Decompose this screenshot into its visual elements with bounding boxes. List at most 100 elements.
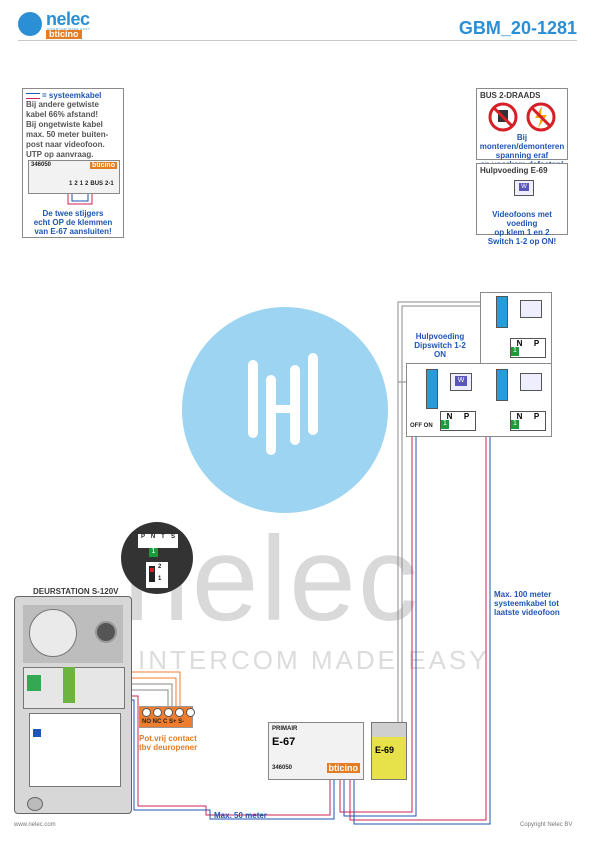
camera-icon <box>95 621 117 643</box>
partner-logo: bticino <box>46 30 82 39</box>
mini-terminal: 1 <box>79 181 84 187</box>
brand-name: nelec <box>46 9 90 29</box>
e67-brand: bticino <box>326 763 360 773</box>
np-dip-switch: N P <box>510 411 546 431</box>
videophone-terminals <box>496 369 508 401</box>
contact-terminal-labels: NO NC C S+ S- <box>142 719 185 725</box>
riser-note: De twee stijgers echt OP de klemmen van … <box>22 209 124 236</box>
system-cable-legend: = systeemkabel <box>42 91 102 100</box>
aux-note-line: Videofoons met voeding <box>492 210 552 228</box>
mini-device-code: 346050 <box>31 162 52 168</box>
max-100-line: laatste videofoon <box>494 608 560 617</box>
aux-power-label-line: Dipswitch 1-2 <box>414 341 466 350</box>
videophone-terminals <box>496 296 508 328</box>
riser-note-line: van E-67 aansluiten! <box>34 227 112 236</box>
bus-warning-box: BUS 2-DRAADS Bij monteren/demonteren spa… <box>476 88 568 169</box>
e69-terminals <box>372 723 406 737</box>
terminal-block <box>63 667 75 703</box>
aux-note-line: Switch 1-2 op ON! <box>487 237 557 246</box>
contact-terminal: NO NC C S+ S- <box>139 706 195 728</box>
footer-website[interactable]: www.nelec.com <box>14 822 56 828</box>
videophone-lower: N P 1 <box>496 369 548 433</box>
cable-note-line: kabel 66% afstand! <box>26 110 99 119</box>
videophone-aux: W N P 1 <box>426 369 478 433</box>
cable-note-line: post naar videofoon. <box>26 140 105 149</box>
mini-terminal: 1 <box>69 181 73 187</box>
aux-power-label-line: Hulpvoeding <box>415 332 465 341</box>
footer-copyright: Copyright Nelec BV <box>520 822 573 828</box>
max-100-line: systeemkabel tot <box>494 599 559 608</box>
cable-note: = systeemkabel Bij andere getwiste kabel… <box>26 91 124 160</box>
aux-power-label: Hulpvoeding Dipswitch 1-2 ON <box>404 332 476 359</box>
mini-terminal: 2-1 <box>105 181 114 187</box>
switch-label: 2 <box>158 564 162 570</box>
np-label: P <box>533 339 540 348</box>
contact-description-line: tbv deuropener <box>139 743 198 752</box>
e67-code: 346050 <box>272 765 293 771</box>
cable-note-line: Bij ongetwiste kabel <box>26 120 103 129</box>
np-label: P <box>533 412 540 421</box>
aux-power-label-line: ON <box>434 350 446 359</box>
contact-description: Pot.vrij contact tbv deuropener <box>139 734 197 752</box>
np-value: 1 <box>441 420 449 429</box>
e69-power-supply: E-69 <box>371 722 407 780</box>
bus-warning-title: BUS 2-DRAADS <box>480 91 541 100</box>
switch-indicator <box>150 568 154 572</box>
switch-slider <box>149 566 155 582</box>
mini-terminal: 2 <box>74 181 78 187</box>
dip-label: N <box>150 534 156 540</box>
dip-label: S <box>170 534 175 540</box>
mini-terminal: 2 <box>85 181 89 187</box>
green-module <box>27 675 41 691</box>
aux-power-title: Hulpvoeding E-69 <box>480 166 548 175</box>
cable-note-line: max. 50 meter buiten- <box>26 130 109 139</box>
mini-device-brand: bticino <box>90 162 117 169</box>
e67-mini-device: 346050 bticino 1 2 1 2 BUS 2-1 <box>28 160 120 194</box>
videophone-screen: W <box>455 376 467 386</box>
dip-label: T <box>161 534 165 540</box>
warning-line: spanning eraf <box>495 151 549 160</box>
document-code: GBM_20-1281 <box>458 18 577 38</box>
cable-note-line: Bij andere getwiste <box>26 100 99 109</box>
videophone-screen-icon <box>520 373 542 391</box>
np-label: N <box>516 412 523 421</box>
dip-value: 1 <box>149 548 158 557</box>
videophone-mini-screen: W <box>519 183 529 191</box>
watermark-logo-icon <box>182 307 388 513</box>
door-station-label: DEURSTATION S-120V <box>33 587 119 596</box>
np-dip-switch: N P <box>440 411 476 431</box>
nelec-logo-icon <box>18 12 42 36</box>
max-50-label: Max. 50 meter <box>214 811 267 820</box>
videophone-mini-icon: W <box>514 180 534 196</box>
call-button-icon <box>33 729 41 737</box>
e67-power-supply: PRIMAIR E-67 346050 bticino <box>268 722 364 780</box>
door-station <box>14 596 132 814</box>
dip-label: P <box>140 534 145 540</box>
aux-power-box: Hulpvoeding E-69 W Videofoons met voedin… <box>476 163 568 246</box>
max-100-line: Max. 100 meter <box>494 590 552 599</box>
no-power-icon <box>488 102 556 132</box>
videophone-screen-icon: W <box>450 373 472 391</box>
terminal-strip-zoom: P N T S <box>138 534 178 548</box>
max-100-label: Max. 100 meter systeemkabel tot laatste … <box>494 590 560 617</box>
off-on-label: OFF ON <box>410 423 433 429</box>
switch-block: 2 1 <box>146 562 168 588</box>
e69-name: E-69 <box>375 745 395 755</box>
cable-note-line: UTP op aanvraag. <box>26 150 94 159</box>
contact-screws <box>142 708 195 717</box>
videophone-upper: N P 1 <box>496 296 548 360</box>
watermark-tagline: INTERCOM MADE EASY <box>138 645 490 675</box>
header-rule <box>18 40 577 41</box>
switch-label: 1 <box>158 576 162 582</box>
e67-primary-label: PRIMAIR <box>272 726 298 732</box>
np-label: N <box>516 339 523 348</box>
np-value: 1 <box>511 420 519 429</box>
np-label: N <box>446 412 453 421</box>
nameplate-window <box>29 713 121 787</box>
screw-icon <box>27 797 43 811</box>
np-label: P <box>463 412 470 421</box>
videophone-terminals <box>426 369 438 409</box>
brand-tagline: INTERCOM MADE EASY <box>47 27 91 31</box>
contact-description-line: Pot.vrij contact <box>139 734 197 743</box>
e67-name: E-67 <box>272 736 296 748</box>
